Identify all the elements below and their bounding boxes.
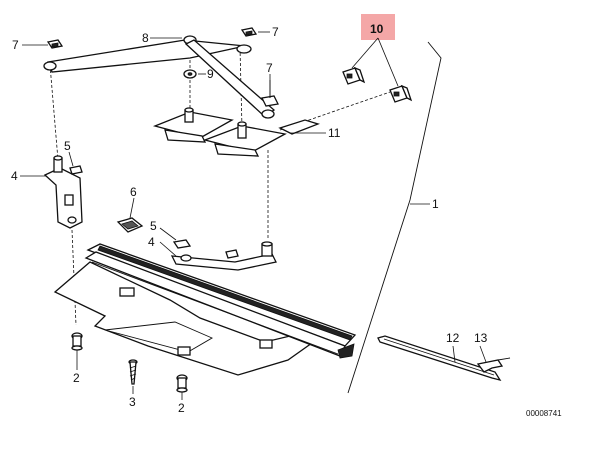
cable-clip (476, 357, 511, 373)
pin-bottom (176, 374, 188, 393)
callout-4-middle: 4 (148, 235, 155, 249)
spring-clip-left (69, 165, 83, 175)
callout-11: 11 (328, 126, 341, 140)
slider-block (116, 217, 144, 233)
assembly-bracket (347, 41, 442, 394)
pivot-block-lower (202, 119, 320, 157)
clip-left (46, 39, 64, 49)
highlight-box (361, 14, 395, 40)
callout-6: 6 (130, 185, 137, 199)
guide-cable (377, 335, 502, 382)
washer (183, 69, 197, 79)
callout-7-top: 7 (272, 25, 279, 39)
callouts: 7 8 7 9 7 10 11 1 4 5 6 5 4 2 3 2 12 13 … (11, 22, 562, 418)
screw (128, 359, 138, 385)
callout-5-middle: 5 (150, 219, 157, 233)
callout-7-left: 7 (12, 38, 19, 52)
callout-1: 1 (432, 197, 439, 211)
linkage-bar (43, 35, 276, 119)
callout-12: 12 (446, 331, 460, 345)
rubber-caps (342, 66, 413, 103)
pin-left (71, 332, 83, 351)
lower-arm (170, 239, 277, 271)
callout-10: 10 (370, 22, 384, 36)
callout-2-left: 2 (73, 371, 80, 385)
callout-4-left: 4 (11, 169, 18, 183)
callout-8: 8 (142, 31, 149, 45)
callout-13: 13 (474, 331, 488, 345)
leader-lines (20, 31, 487, 400)
callout-9: 9 (207, 67, 214, 81)
callout-5-left: 5 (64, 139, 71, 153)
mount-bracket-left (43, 155, 83, 229)
pivot-block-upper (152, 107, 234, 143)
callout-2-bottom: 2 (178, 401, 185, 415)
callout-3: 3 (129, 395, 136, 409)
clip-top-right (240, 27, 258, 37)
callout-7-right: 7 (266, 61, 273, 75)
document-number: 00008741 (526, 409, 562, 418)
window-regulator-rail (53, 243, 357, 376)
